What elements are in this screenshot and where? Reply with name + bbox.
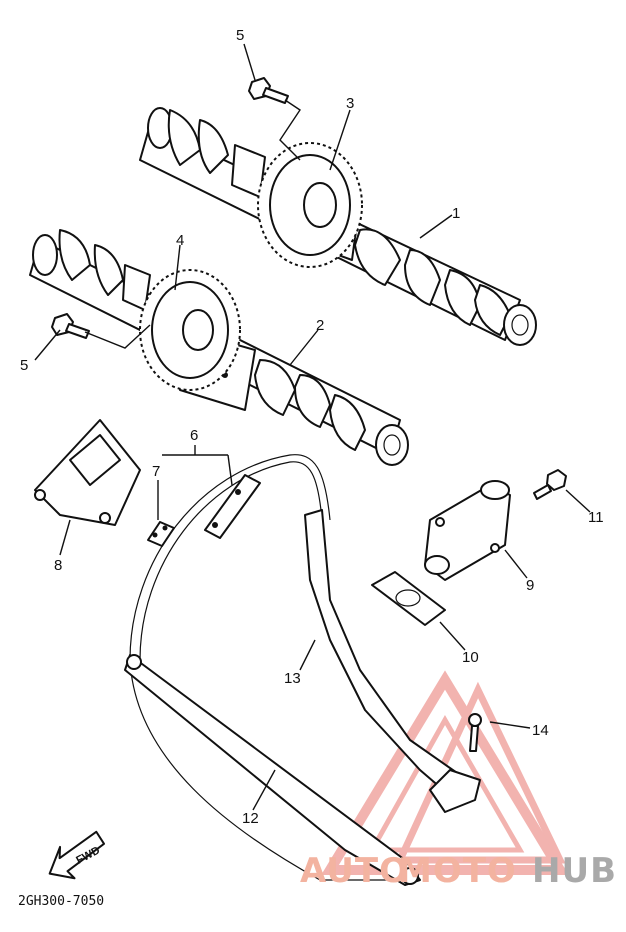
- sprocket-bolt-upper: [248, 77, 289, 104]
- sprocket-bolt-lower: [51, 313, 90, 339]
- label-part-7: 7: [152, 463, 160, 480]
- label-part-10: 10: [462, 649, 479, 666]
- label-part-14: 14: [532, 722, 549, 739]
- chain-link: [147, 521, 175, 547]
- label-part-1: 1: [452, 205, 460, 222]
- label-part-11: 11: [588, 509, 604, 526]
- chain-guide-bracket: [34, 419, 141, 526]
- label-part-9: 9: [526, 577, 534, 594]
- tensioner-bolt: [533, 469, 567, 500]
- watermark-moto: MOTO: [398, 851, 517, 891]
- label-part-12: 12: [242, 810, 259, 827]
- cam-chain: [129, 454, 410, 881]
- label-part-13: 13: [284, 670, 301, 687]
- watermark-text: AUTO MOTO HUB: [300, 851, 617, 891]
- label-part-4: 4: [176, 232, 184, 249]
- lower-sprocket: [139, 269, 241, 391]
- label-part-5-upper: 5: [236, 27, 244, 44]
- label-part-3: 3: [346, 95, 354, 112]
- watermark-hub: HUB: [532, 851, 617, 891]
- guide-stopper: [429, 713, 482, 813]
- watermark-auto: AUTO: [300, 851, 409, 891]
- part-labels: 5 3 1 4 2 5 6 7 8 11 9 10 13 14 12: [20, 27, 604, 827]
- chain-tensioner: [424, 480, 511, 581]
- leader-lines: [34, 43, 591, 811]
- label-part-5-lower: 5: [20, 357, 28, 374]
- label-part-2: 2: [316, 317, 324, 334]
- tensioner-gasket: [371, 571, 446, 626]
- chain-guide-exhaust: [124, 654, 421, 886]
- upper-sprocket: [257, 142, 363, 268]
- forward-arrow-icon: FWD: [48, 830, 106, 880]
- label-part-8: 8: [54, 557, 62, 574]
- label-part-6: 6: [190, 427, 198, 444]
- diagram-code: 2GH300-7050: [18, 894, 104, 909]
